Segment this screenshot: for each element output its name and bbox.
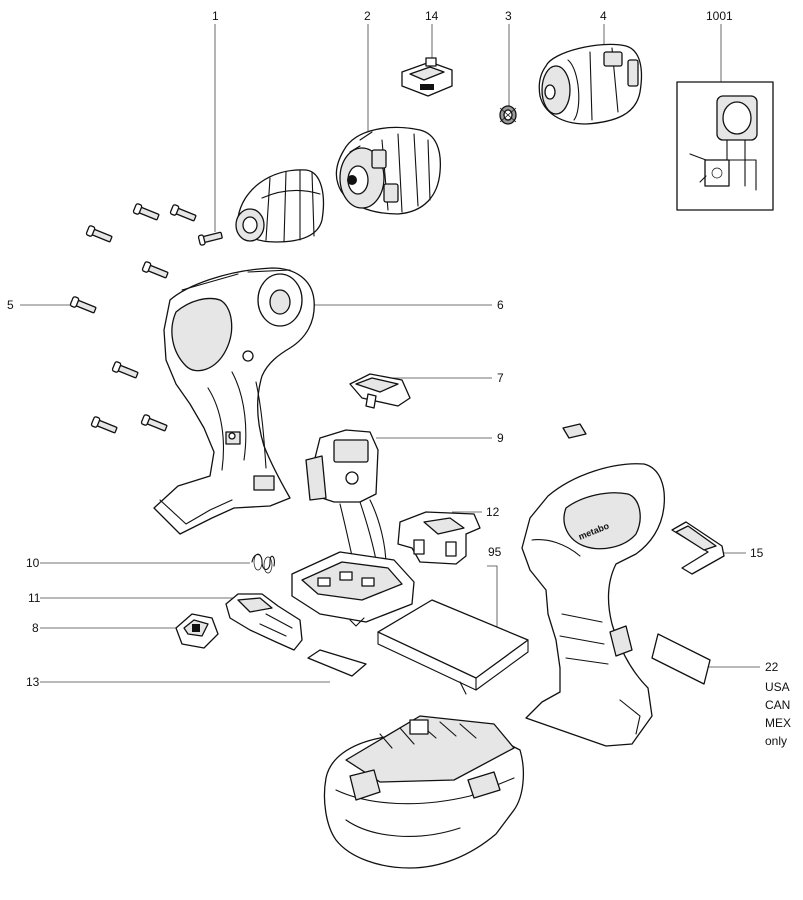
battery-contact-plate <box>291 551 415 627</box>
callout-13: 13 <box>26 675 40 689</box>
region-note-line: only <box>765 734 788 748</box>
screw-a <box>85 225 113 243</box>
clip-7 <box>349 373 411 409</box>
region-note-line: MEX <box>765 716 792 730</box>
housing-half-left <box>153 267 315 535</box>
belt-clip-15 <box>671 521 725 575</box>
screw-g <box>90 416 118 434</box>
battery-pack <box>323 715 524 869</box>
screw-c <box>169 204 197 222</box>
callout-7: 7 <box>497 371 504 385</box>
callout-22: 22 <box>765 660 779 674</box>
spring-10 <box>251 553 275 574</box>
region-note-line: USA <box>765 680 790 694</box>
region-note: USA CAN MEX only <box>765 678 791 750</box>
callout-4: 4 <box>600 9 607 23</box>
small-pad <box>562 423 587 439</box>
sticker-22 <box>651 633 711 685</box>
callout-3: 3 <box>505 9 512 23</box>
callout-14: 14 <box>425 9 439 23</box>
housing-half-right: metabo <box>521 463 666 747</box>
callout-9: 9 <box>497 431 504 445</box>
terminal-holder <box>397 511 481 565</box>
keyless-chuck <box>235 169 325 243</box>
led-lens <box>175 613 219 649</box>
screw-f <box>111 361 139 379</box>
insulation-sheet <box>377 599 529 695</box>
trigger-switch <box>305 429 387 567</box>
dc-motor <box>538 43 643 125</box>
callout-15: 15 <box>750 546 764 560</box>
callout-1: 1 <box>212 9 219 23</box>
label-13 <box>307 649 367 677</box>
callout-10: 10 <box>26 556 40 570</box>
leader-95 <box>487 565 498 627</box>
planetary-gearbox <box>335 126 442 215</box>
callout-6: 6 <box>497 298 504 312</box>
direction-switch <box>401 57 453 97</box>
screw-set <box>69 203 223 434</box>
screw-h <box>140 414 168 432</box>
leader-lines <box>20 24 760 683</box>
callout-2: 2 <box>364 9 371 23</box>
callout-1001: 1001 <box>706 9 733 23</box>
pinion-gear <box>499 105 517 125</box>
battery-latch <box>225 593 303 651</box>
screw-1 <box>197 231 223 246</box>
callout-8: 8 <box>32 621 39 635</box>
callout-12: 12 <box>486 505 500 519</box>
callout-5: 5 <box>7 298 14 312</box>
callout-11: 11 <box>28 591 41 605</box>
region-note-line: CAN <box>765 698 791 712</box>
screw-e <box>69 296 97 314</box>
inset-detail-1001 <box>676 81 774 211</box>
screw-b <box>132 203 160 221</box>
callout-95: 95 <box>488 545 502 559</box>
screw-d <box>141 261 169 279</box>
